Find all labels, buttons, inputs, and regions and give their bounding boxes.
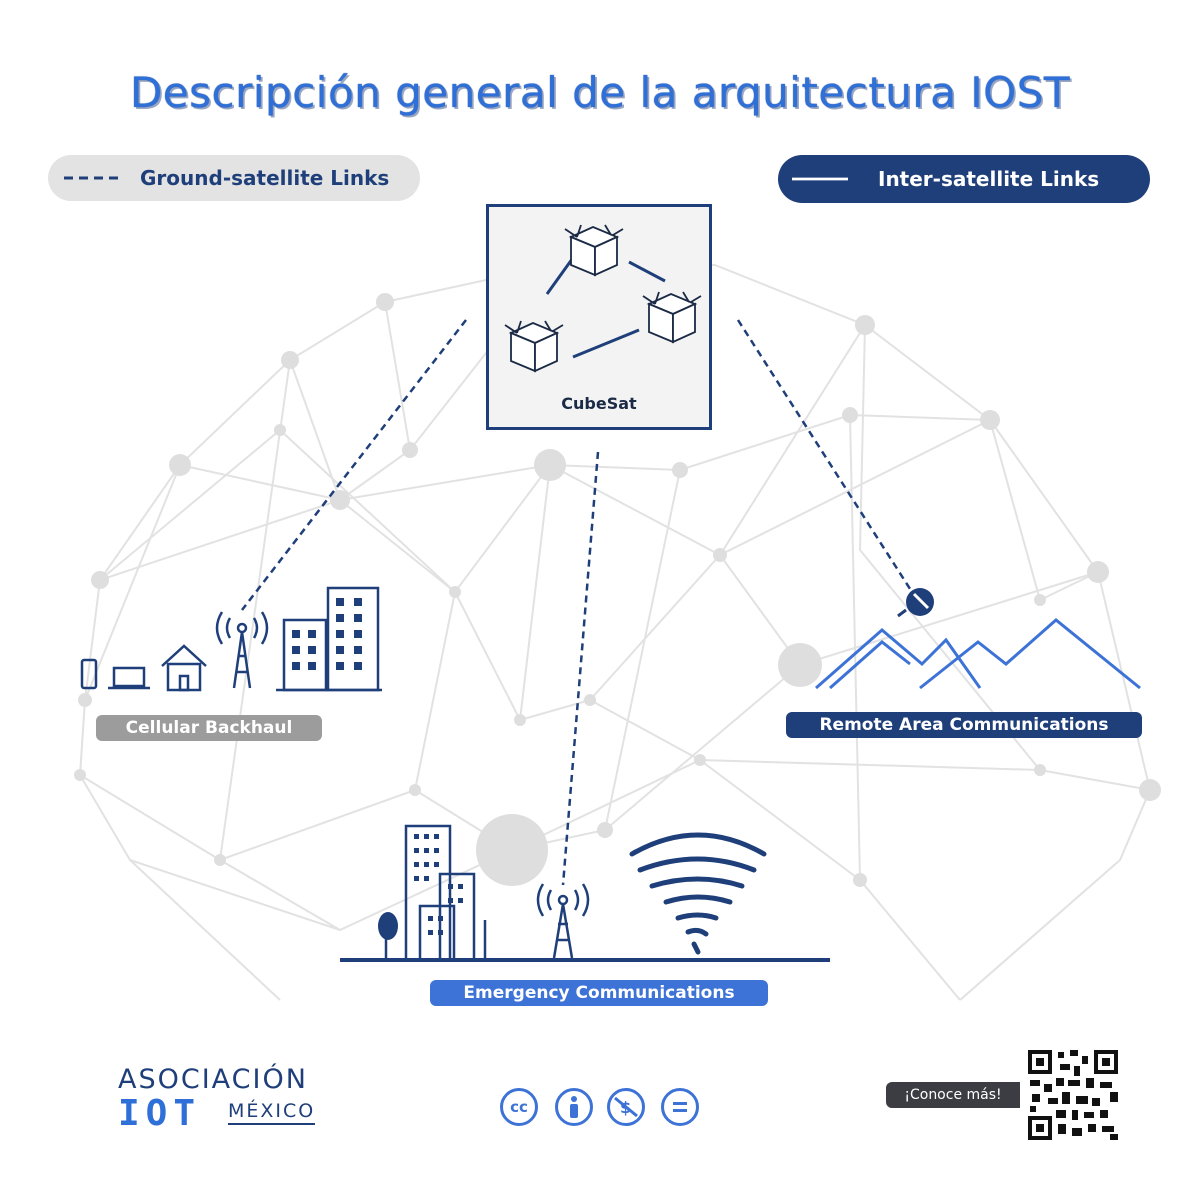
cellular-backhaul-label: Cellular Backhaul [96, 715, 322, 741]
tree-icon [378, 912, 398, 940]
cube-satellite-icon [504, 224, 702, 373]
qr-code-icon[interactable] [1026, 1048, 1120, 1142]
remote-area-label: Remote Area Communications [786, 712, 1142, 738]
dashed-line-sample-icon [64, 176, 120, 180]
emergency-label: Emergency Communications [430, 980, 768, 1006]
logo-asociacion: ASOCIACIÓN [118, 1064, 308, 1095]
legend-ground-satellite: Ground-satellite Links [48, 155, 420, 201]
logo-iot: IOT [118, 1093, 202, 1134]
legend-ground-label: Ground-satellite Links [140, 166, 390, 190]
antenna-tower-icon [215, 611, 269, 689]
cellular-backhaul-illustration [80, 586, 382, 692]
link-emergency [561, 451, 600, 886]
page-title: Descripción general de la arquitectura I… [129, 68, 1071, 117]
noderivs-icon [661, 1088, 699, 1126]
satellite-dish-icon [897, 588, 934, 618]
noncommercial-icon: $ [607, 1088, 645, 1126]
logo-mexico: MÉXICO [228, 1100, 316, 1125]
legend-inter-label: Inter-satellite Links [878, 167, 1100, 191]
emergency-illustration [340, 824, 830, 962]
building-icon [276, 586, 382, 692]
phone-icon [80, 658, 98, 690]
conoce-mas-button[interactable]: ¡Conoce más! [886, 1082, 1020, 1108]
tornado-icon [629, 832, 767, 955]
laptop-icon [108, 666, 150, 690]
antenna-tower-icon [536, 883, 590, 959]
legend-inter-satellite: Inter-satellite Links [778, 155, 1150, 203]
remote-area-illustration [815, 588, 1141, 690]
link-remote [736, 319, 914, 593]
mountains-icon [815, 618, 1141, 690]
by-person-icon [555, 1088, 593, 1126]
house-icon [161, 644, 207, 692]
city-icon [384, 824, 487, 962]
link-cellular [241, 319, 467, 611]
solid-line-sample-icon [792, 177, 848, 181]
cubesat-panel: CubeSat [486, 204, 712, 430]
cc-icon: cc [500, 1088, 538, 1126]
cubesat-label: CubeSat [561, 394, 637, 413]
